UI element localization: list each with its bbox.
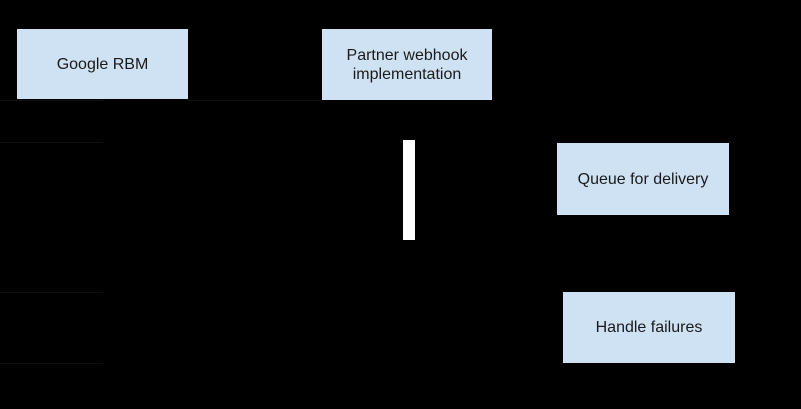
faint-row-divider [0,142,103,143]
node-google-rbm: Google RBM [17,29,188,99]
faint-row-divider [0,100,103,101]
node-handle-failures: Handle failures [563,292,735,363]
lifeline-activation-bar [403,140,415,240]
node-queue-for-delivery-label: Queue for delivery [577,170,709,188]
faint-row-divider [0,292,103,293]
node-partner-webhook-implementation: Partner webhook implementation [322,29,492,100]
node-queue-for-delivery: Queue for delivery [557,143,729,215]
node-google-rbm-label: Google RBM [56,55,149,73]
faint-row-divider [187,100,320,101]
node-handle-failures-label: Handle failures [595,319,703,336]
node-partner-webhook-implementation-label: Partner webhook implementation [346,46,468,83]
faint-row-divider [0,363,103,364]
